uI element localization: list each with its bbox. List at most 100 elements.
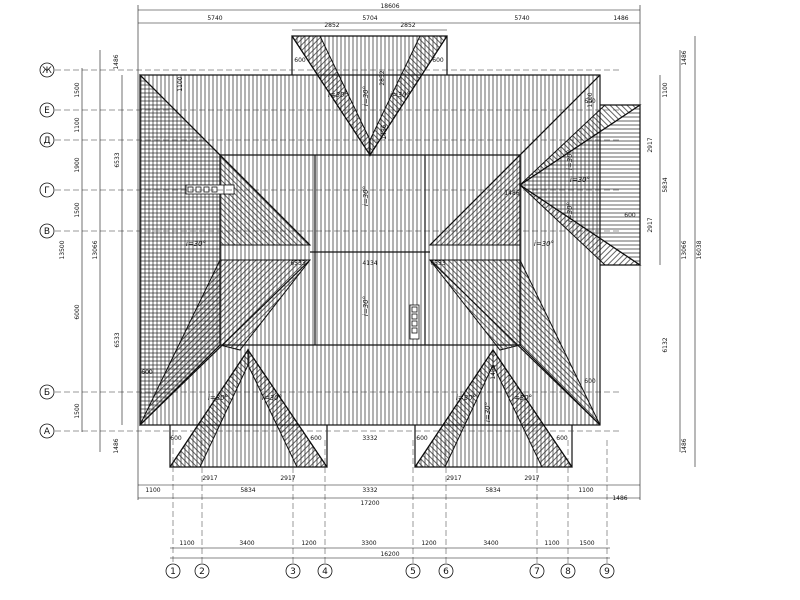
dim-inner-overhang-4: 600: [584, 378, 596, 385]
dim-inner-overhang-8: 600: [556, 435, 568, 442]
slope-label-top-b: i=30°: [390, 91, 410, 99]
dim-bottom-eave-right: 1100: [578, 487, 593, 494]
dim-left-seg-6: 1500: [74, 403, 81, 418]
axis-label-7: 7: [534, 567, 540, 577]
axis-label-1: 1: [170, 567, 176, 577]
vent-boxes: [185, 184, 420, 340]
dim-inner-overhang-9: 600: [624, 212, 636, 219]
slope-label-center-a: i=30°: [362, 186, 370, 206]
dim-inner-overhang-2: 600: [432, 57, 444, 64]
dim-left-seg-3: 1900: [74, 157, 81, 172]
dim-left-outline-total: 13066: [92, 240, 99, 259]
axis-label-4: 4: [322, 567, 328, 577]
axis-label-e: Е: [44, 106, 50, 116]
dim-inner-ridge-left: 6533: [290, 260, 305, 267]
axis-label-b: Б: [44, 388, 50, 398]
dim-inner-overhang-7: 600: [416, 435, 428, 442]
ridge-lines: [139, 35, 641, 468]
dim-bottom-center-inner: 3332: [362, 435, 377, 442]
axis-label-v: В: [44, 227, 50, 237]
dim-bottom-total: 17200: [360, 500, 379, 507]
dim-axis-seg-2: 3400: [239, 540, 254, 547]
inner-dimensions: 6533 4134 6533 2852 1486 1486 1486 1100 …: [141, 57, 636, 442]
horizontal-axis-labels: Ж Е Д Г В Б А: [42, 66, 52, 437]
slope-label-left: i=30°: [186, 240, 206, 248]
dim-bottom-half-right-b: 2917: [524, 475, 539, 482]
slope-label-right-gable-c: i=30°: [566, 202, 574, 222]
horizontal-axes: [39, 62, 55, 439]
axis-label-zh: Ж: [42, 66, 52, 76]
dim-right-lower: 6132: [662, 337, 669, 352]
dim-axis-seg-3: 1200: [301, 540, 316, 547]
dim-axis-seg-6: 3400: [483, 540, 498, 547]
dim-left-outline-b: 6533: [114, 332, 121, 347]
dim-inner-ridge-right: 6533: [430, 260, 445, 267]
dim-inner-overhang-1: 600: [294, 57, 306, 64]
dim-bottom-gable-left: 5834: [240, 487, 255, 494]
dim-top-left: 5740: [207, 15, 222, 22]
slope-label-bl-a: i=30°: [208, 394, 228, 402]
dim-bottom-half-left-a: 2917: [202, 475, 217, 482]
dim-bottom-half-left-b: 2917: [280, 475, 295, 482]
dim-inner-overhang-5: 600: [170, 435, 182, 442]
axis-label-8: 8: [565, 567, 571, 577]
dim-left-eave-top: 1486: [113, 54, 120, 69]
dim-left-seg-4: 1500: [74, 202, 81, 217]
dim-inner-gable-small-a: 1100: [177, 76, 184, 91]
slope-label-br-a: i=30°: [456, 394, 476, 402]
dim-left-seg-5: 6000: [74, 304, 81, 319]
axis-label-9: 9: [604, 567, 610, 577]
dim-right-bottom-eave: 1486: [681, 438, 688, 453]
axis-label-a: А: [44, 427, 51, 437]
dimension-lines: [81, 5, 696, 559]
dim-right-seg-b: 2917: [647, 137, 654, 152]
dim-inner-overhang-10: 600: [584, 98, 596, 105]
slope-labels: i=30° i=30° i=30° i=30° i=30° i=30° i=30…: [186, 86, 590, 422]
dim-axis-total: 16200: [380, 551, 399, 558]
dim-left-outline-a: 6533: [114, 152, 121, 167]
slope-label-center-b: i=30°: [362, 296, 370, 316]
dim-left-seg-1: 1500: [74, 82, 81, 97]
top-dimensions: 18606 5740 5704 5740 1486 2852 2852: [207, 3, 628, 29]
dim-bottom-gable-right: 5834: [485, 487, 500, 494]
dim-left-seg-2: 1100: [74, 117, 81, 132]
dim-axis-seg-7: 1100: [544, 540, 559, 547]
bottom-dimensions: 2917 2917 2917 2917 3332 1100 5834 3332 …: [145, 435, 627, 507]
dim-inner-valley-c: 1486: [490, 364, 497, 379]
dim-inner-gable-height: 2852: [379, 70, 386, 85]
axis-label-3: 3: [290, 567, 296, 577]
vertical-axis-labels: 1 2 3 4 5 6 7 8 9: [170, 567, 610, 577]
vertical-axes: [165, 563, 615, 579]
dim-inner-ridge-center: 4134: [362, 260, 377, 267]
dim-top-overall: 18606: [380, 3, 399, 10]
dim-right-gable-total: 5834: [662, 177, 669, 192]
dim-right-top-eave: 1486: [681, 50, 688, 65]
dim-right-overall: 16038: [696, 240, 703, 259]
dim-axis-seg-4: 3300: [361, 540, 376, 547]
dim-inner-gable-small-b: 1100: [587, 92, 594, 107]
dim-inner-valley-b: 1486: [504, 190, 519, 197]
dim-top-center: 5704: [362, 15, 377, 22]
axis-label-6: 6: [443, 567, 449, 577]
dim-inner-overhang-6: 600: [310, 435, 322, 442]
axis-label-2: 2: [199, 567, 205, 577]
dim-top-gable-right: 2852: [400, 22, 415, 29]
slope-label-br-b: i=30°: [512, 394, 532, 402]
dim-inner-overhang-3: 600: [141, 369, 153, 376]
dim-axis-seg-1: 1100: [179, 540, 194, 547]
dim-inner-valley-a: 1486: [381, 124, 388, 139]
grid-reference-lines: [55, 69, 620, 565]
slope-label-br-c: i=30°: [484, 402, 492, 422]
dim-left-total: 13500: [59, 240, 66, 259]
slope-label-right-gable-a: i=30°: [570, 176, 590, 184]
dim-axis-seg-5: 1200: [421, 540, 436, 547]
dim-right-inner-total: 13066: [681, 240, 688, 259]
dim-right-seg-c: 2917: [647, 217, 654, 232]
dim-axis-seg-8: 1500: [579, 540, 594, 547]
dim-top-right-eave: 1486: [613, 15, 628, 22]
axis-label-g: Г: [44, 186, 50, 196]
dim-right-seg-a: 1100: [662, 82, 669, 97]
slope-label-top-c: i=30°: [362, 86, 370, 106]
dim-bottom-half-right-a: 2917: [446, 475, 461, 482]
